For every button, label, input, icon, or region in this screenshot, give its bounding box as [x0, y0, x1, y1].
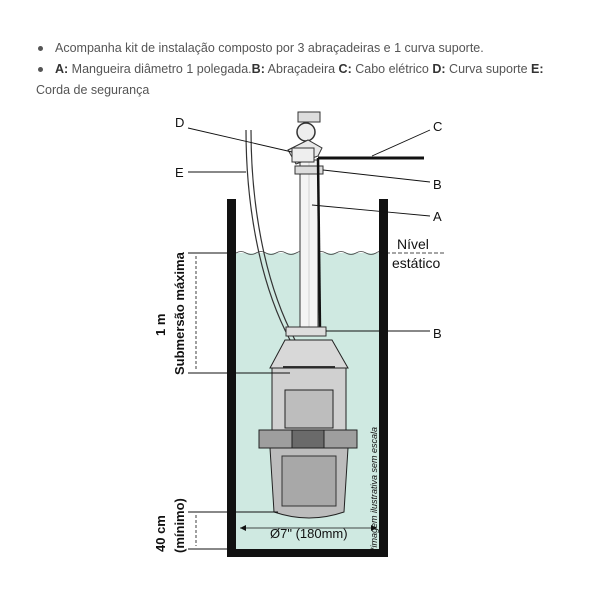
- curve-support: [291, 147, 315, 163]
- label-illustrative: *imagem ilustrativa sem escala: [369, 427, 379, 551]
- label-b-top: B: [433, 177, 442, 192]
- safety-rope: [245, 129, 291, 341]
- label-a: A: [433, 209, 442, 224]
- label-nivel: Nível: [397, 236, 429, 252]
- label-estatico: estático: [392, 255, 440, 271]
- legend-text-e: Corda de segurança: [36, 83, 150, 97]
- bullet-dot-icon: [38, 46, 43, 51]
- legend-text-c: Cabo elétrico: [351, 62, 433, 76]
- label-diameter: Ø7" (180mm): [270, 526, 348, 541]
- label-one-meter: 1 m: [153, 314, 168, 336]
- bullet-text-kit: Acompanha kit de instalação composto por…: [55, 41, 484, 55]
- label-c: C: [433, 119, 442, 134]
- legend-text-d: Curva suporte: [445, 62, 532, 76]
- legend-key-c: C:: [338, 62, 352, 76]
- bullet-item-legend: A: Mangueira diâmetro 1 polegada.B: Abra…: [36, 59, 581, 101]
- label-minimo: (mínimo): [172, 498, 187, 553]
- well-floor: [227, 549, 388, 557]
- legend-key-d: D:: [432, 62, 446, 76]
- legend-key-a: A:: [55, 62, 69, 76]
- label-d: D: [175, 115, 184, 130]
- legend-text-b: Abraçadeira: [264, 62, 339, 76]
- label-submersao: Submersão máxima: [172, 251, 187, 375]
- well-wall-right: [379, 199, 388, 557]
- hook-stem: [297, 111, 321, 123]
- well-wall-left: [227, 199, 236, 557]
- pump-top: [269, 339, 349, 369]
- hook-ring: [296, 122, 316, 142]
- bullet-item-kit: Acompanha kit de instalação composto por…: [36, 38, 581, 59]
- bullet-dot-icon: [38, 67, 43, 72]
- clamp-bottom: [285, 326, 327, 337]
- label-b-bottom: B: [433, 326, 442, 341]
- bullet-list: Acompanha kit de instalação composto por…: [36, 38, 581, 101]
- label-e: E: [175, 165, 184, 180]
- label-forty-cm: 40 cm: [153, 515, 168, 552]
- legend-key-e: E:: [531, 62, 544, 76]
- legend-key-b: B:: [251, 62, 265, 76]
- legend-text-a: Mangueira diâmetro 1 polegada.: [68, 62, 252, 76]
